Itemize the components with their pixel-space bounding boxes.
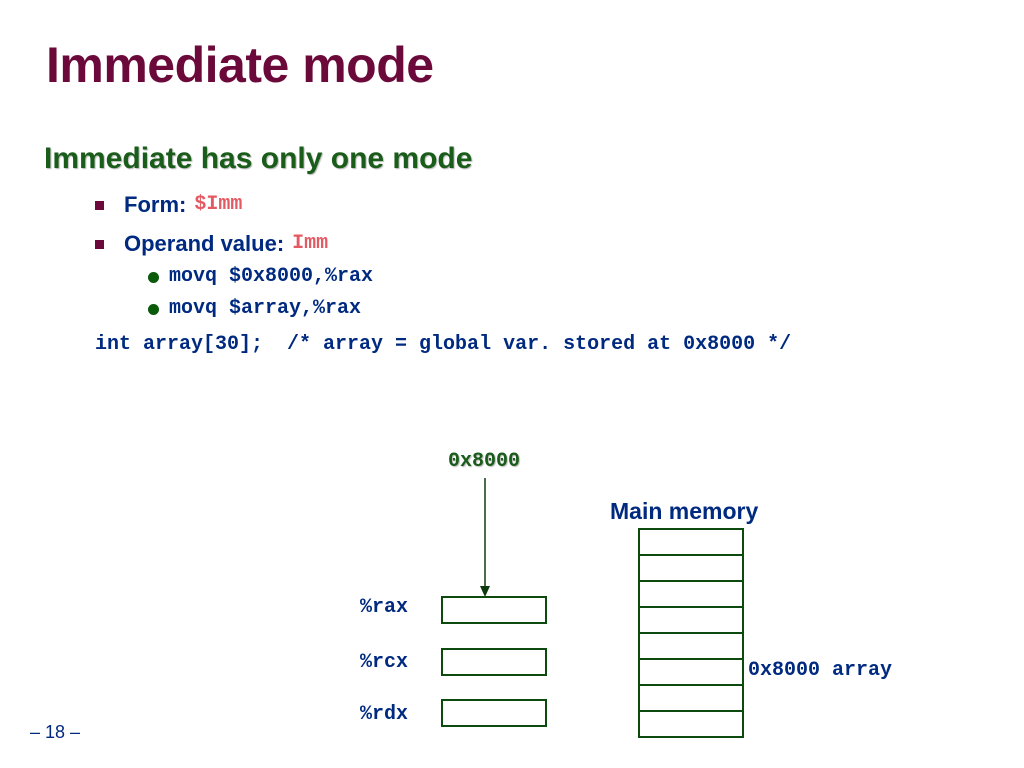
array-declaration: int array[30]; /* array = global var. st… [95, 333, 792, 356]
memory-cell [640, 660, 742, 686]
arrow-head-icon [480, 586, 490, 597]
bullet-code: Imm [292, 232, 329, 256]
register-box-rdx [441, 699, 547, 727]
bullet-operand-value: Operand value: Imm [95, 231, 329, 256]
slide-number: – 18 – [30, 722, 81, 742]
sub-bullet-text: movq $array,%rax [169, 297, 362, 320]
register-label-rcx: %rcx [360, 651, 409, 674]
memory-cell [640, 686, 742, 712]
slide-title: Immediate mode [46, 37, 434, 93]
memory-cell [640, 608, 742, 634]
memory-cell [640, 582, 742, 608]
register-label-rax: %rax [360, 596, 409, 619]
memory-cell [640, 556, 742, 582]
bullet-code: $Imm [194, 193, 243, 217]
dot-bullet-icon [148, 303, 159, 315]
subheading: Immediate has only one mode [44, 142, 473, 175]
memory-cell [640, 530, 742, 556]
sub-bullet-1: movq $0x8000,%rax [148, 266, 373, 288]
register-label-rdx: %rdx [360, 703, 409, 726]
register-box-rcx [441, 648, 547, 676]
immediate-value-label: 0x8000 [448, 450, 521, 473]
square-bullet-icon [95, 200, 104, 210]
bullet-label: Form: [124, 192, 187, 217]
dot-bullet-icon [148, 271, 159, 283]
bullet-form: Form: $Imm [95, 192, 243, 217]
main-memory-label: Main memory [610, 498, 759, 524]
memory-cell [640, 712, 742, 738]
memory-cell [640, 634, 742, 660]
square-bullet-icon [95, 239, 104, 249]
main-memory-column [638, 528, 744, 738]
sub-bullet-2: movq $array,%rax [148, 298, 361, 320]
sub-bullet-text: movq $0x8000,%rax [169, 265, 374, 288]
register-box-rax [441, 596, 547, 624]
bullet-label: Operand value: [124, 231, 285, 256]
array-address-label: 0x8000 array [748, 659, 893, 682]
